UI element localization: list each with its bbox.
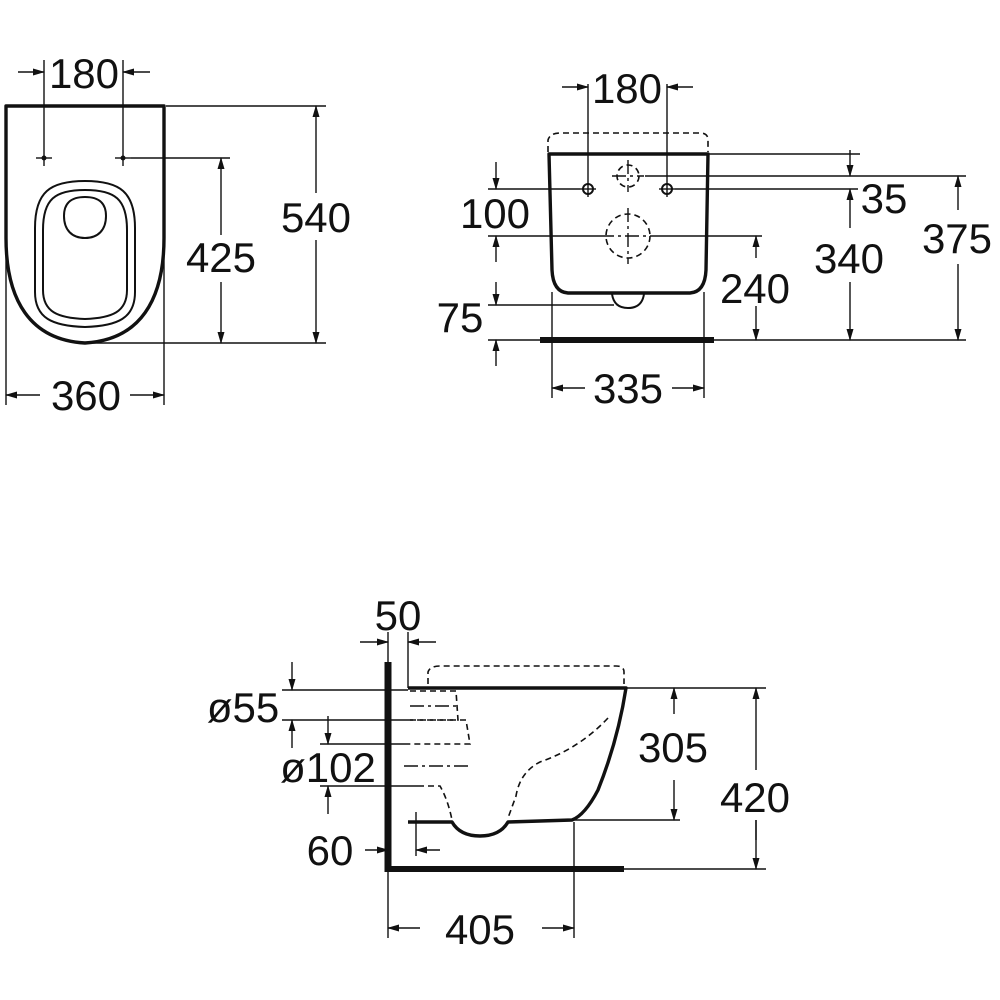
dim-335: 335: [593, 365, 663, 412]
fixing-hole-left: [580, 181, 596, 197]
dim-405: 405: [445, 906, 515, 953]
fixing-hole-left: [36, 150, 52, 166]
dim-hole-spacing: 180: [49, 50, 119, 97]
dim-340: 340: [814, 235, 884, 282]
dim-hole-spacing: 180: [592, 65, 662, 112]
flush-outlet: [62, 195, 108, 240]
dim-width: 360: [51, 372, 121, 419]
dim-outlet-diameter: ø102: [280, 744, 376, 791]
seat-lid-dashed: [427, 665, 625, 684]
trap-dashed: [418, 785, 453, 821]
dim-420: 420: [720, 774, 790, 821]
outlet-spigot: [611, 293, 645, 310]
bowl-inner-rim: [42, 188, 128, 321]
seat-lid-dashed: [547, 132, 709, 152]
inlet-pipe-dashed: [410, 690, 459, 721]
dim-100: 100: [460, 190, 530, 237]
fixing-hole-right: [115, 150, 131, 166]
dim-inlet-diameter: ø55: [207, 684, 279, 731]
trapway-dashed: [507, 717, 609, 819]
dim-fixing-to-front: 425: [186, 234, 256, 281]
back-view: 180 100 75 35 340 375: [437, 65, 992, 412]
fixing-hole-right: [659, 181, 675, 197]
dim-35: 35: [861, 175, 908, 222]
dim-wall-offset: 50: [375, 592, 422, 639]
dim-305: 305: [638, 724, 708, 771]
bowl-outline: [4, 104, 166, 345]
bowl-back-outline: [547, 152, 710, 295]
dim-240: 240: [720, 265, 790, 312]
dim-375: 375: [922, 215, 992, 262]
dim-length: 540: [281, 194, 351, 241]
side-view: 50 ø55 ø102 60 305 420: [207, 592, 790, 953]
outlet-pipe-dashed: [410, 719, 471, 745]
bowl-side-outline: [408, 686, 628, 838]
dim-60: 60: [307, 827, 354, 874]
bowl-rim: [34, 179, 136, 329]
top-view: 180 540 425 360: [4, 50, 351, 419]
dim-75: 75: [437, 294, 484, 341]
